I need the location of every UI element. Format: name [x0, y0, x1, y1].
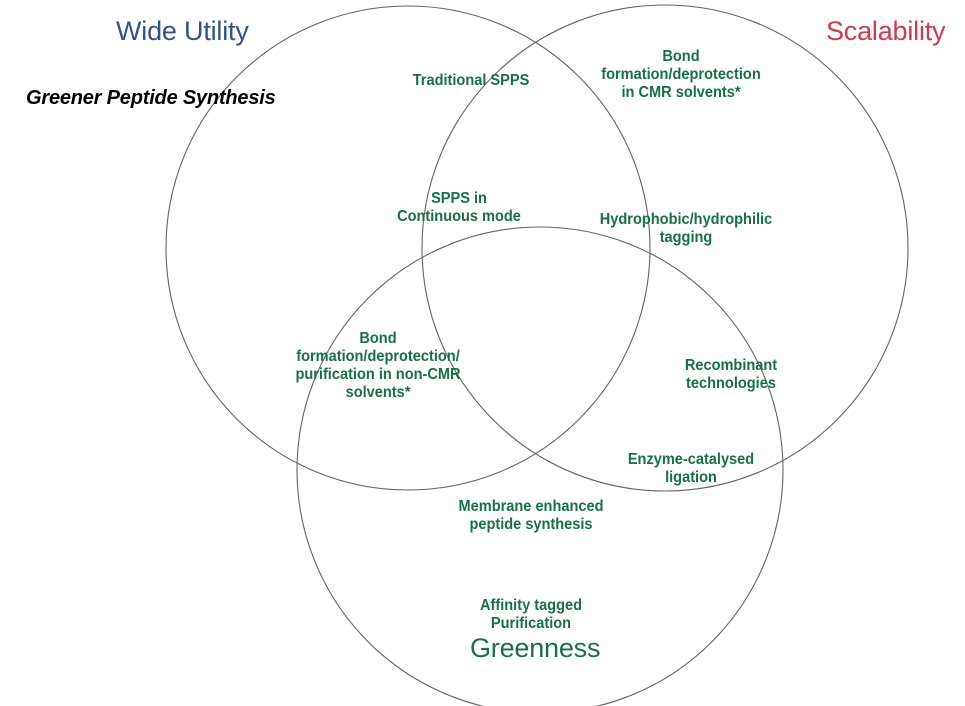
set-label-scalability: Scalability	[826, 16, 946, 46]
region-item-membrane-enhanced-peptide-synthesis: Membrane enhanced peptide synthesis	[458, 498, 604, 533]
region-item-enzyme-catalysed-ligation: Enzyme-catalysed ligation	[627, 451, 755, 486]
region-item-bond-formation-non-cmr-solvents: Bond formation/deprotection/ purificatio…	[295, 330, 461, 401]
set-label-greenness: Greenness	[470, 633, 601, 663]
diagram-title: Greener Peptide Synthesis	[26, 87, 276, 109]
region-item-hydrophobic-hydrophilic-tagging: Hydrophobic/hydrophilic tagging	[599, 211, 773, 246]
region-item-bond-formation-cmr-solvents: Bond formation/deprotection in CMR solve…	[601, 48, 761, 101]
set-label-wide-utility: Wide Utility	[116, 16, 249, 46]
circle-scalability	[421, 4, 909, 492]
region-item-traditional-spps: Traditional SPPS	[412, 72, 530, 89]
region-item-recombinant-technologies: Recombinant technologies	[684, 357, 778, 392]
region-item-affinity-tagged-purification: Affinity tagged Purification	[480, 597, 582, 632]
circle-greenness	[296, 226, 784, 706]
circle-wide-utility	[165, 5, 651, 491]
region-item-spps-continuous-mode: SPPS in Continuous mode	[397, 190, 521, 225]
